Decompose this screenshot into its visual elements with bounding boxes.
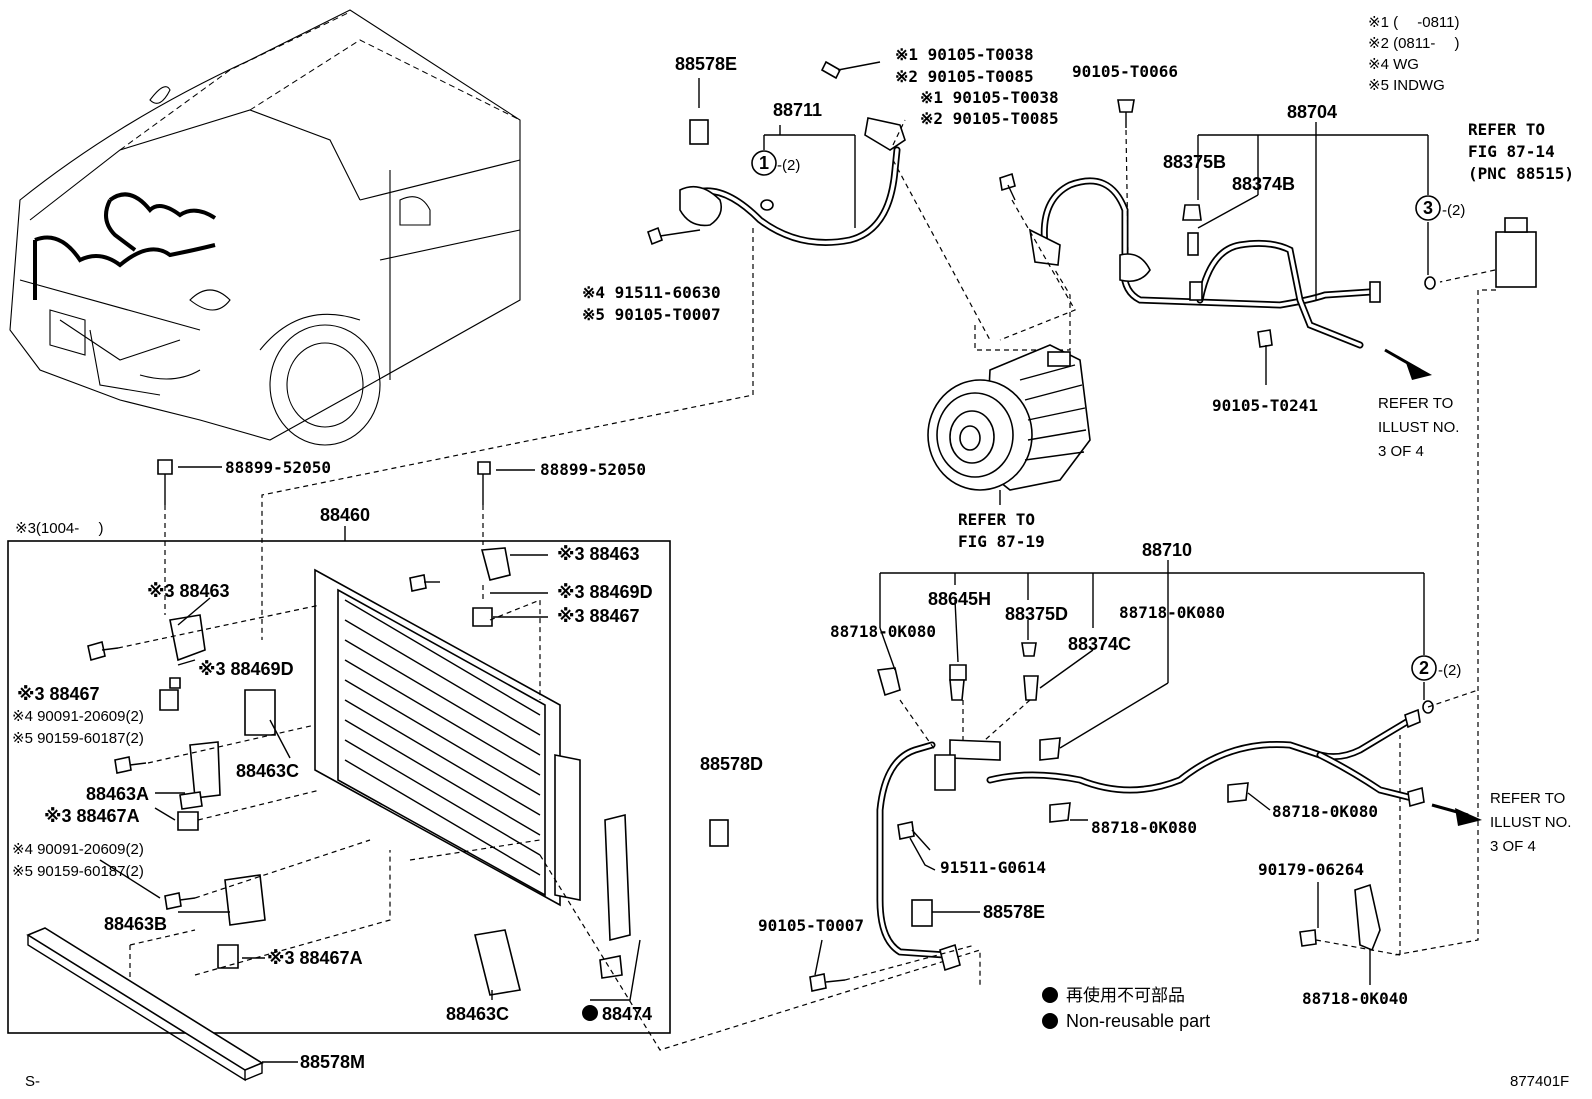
part-90105-t0007-top[interactable]: ※5 90105-T0007 bbox=[582, 305, 721, 324]
part-90179-06264[interactable]: 90179-06264 bbox=[1258, 860, 1364, 879]
condenser-88460 bbox=[244, 568, 641, 1021]
legend-nonreusable-en: Non-reusable part bbox=[1066, 1011, 1210, 1031]
part-90091-20609-a[interactable]: ※4 90091-20609(2) bbox=[12, 708, 144, 725]
part-88711[interactable]: 88711 bbox=[773, 100, 822, 120]
refer-fig-87-19-line1[interactable]: REFER TO bbox=[958, 510, 1035, 529]
refer-illust-top-line2[interactable]: ILLUST NO. bbox=[1378, 419, 1459, 436]
part-88460[interactable]: 88460 bbox=[320, 505, 370, 525]
bracket-left-group bbox=[87, 459, 541, 1000]
suction-hose-group bbox=[999, 99, 1441, 385]
part-88463a[interactable]: 88463A bbox=[86, 784, 149, 804]
liquid-pipe-group bbox=[809, 560, 1482, 992]
nonreusable-legend: 再使用不可部品 Non-reusable part bbox=[1042, 985, 1210, 1031]
corner-mark: S- bbox=[25, 1073, 40, 1090]
refer-illust-top-line3[interactable]: 3 OF 4 bbox=[1378, 443, 1424, 460]
pad-88578e-bottom bbox=[911, 899, 933, 927]
part-91511-g0614[interactable]: 91511-G0614 bbox=[940, 858, 1046, 877]
note-2: ※2 (0811- ) bbox=[1368, 35, 1460, 52]
part-88718-0k080-a[interactable]: 88718-0K080 bbox=[830, 622, 936, 641]
pad-88578d bbox=[709, 819, 729, 847]
refer-fig-87-19-line2[interactable]: FIG 87-19 bbox=[958, 532, 1045, 551]
condenser-assembly-box bbox=[7, 540, 671, 1034]
diagram-id: 877401F bbox=[1510, 1073, 1569, 1090]
refer-fig-87-14-line3[interactable]: (PNC 88515) bbox=[1468, 164, 1574, 183]
note-5: ※5 INDWG bbox=[1368, 77, 1445, 94]
part-88718-0k040[interactable]: 88718-0K040 bbox=[1302, 989, 1408, 1008]
part-88710[interactable]: 88710 bbox=[1142, 540, 1192, 560]
part-88718-0k080-d[interactable]: 88718-0K080 bbox=[1272, 802, 1378, 821]
applicability-notes: ※1 ( -0811) ※2 (0811- ) ※4 WG ※5 INDWG bbox=[1368, 14, 1460, 94]
part-88578m[interactable]: 88578M bbox=[300, 1052, 365, 1072]
part-88469d-left[interactable]: ※3 88469D bbox=[198, 659, 294, 679]
part-91511-60630[interactable]: ※4 91511-60630 bbox=[582, 283, 721, 302]
pad-88578e-top bbox=[689, 119, 709, 145]
part-88463c-b[interactable]: 88463C bbox=[446, 1004, 509, 1024]
expansion-valve bbox=[1394, 217, 1537, 956]
refer-illust-bottom-line2[interactable]: ILLUST NO. bbox=[1490, 814, 1571, 831]
refer-illust-top-line1[interactable]: REFER TO bbox=[1378, 395, 1453, 412]
circle-3-label: 3 bbox=[1423, 198, 1433, 218]
refer-fig-87-14-line1[interactable]: REFER TO bbox=[1468, 120, 1545, 139]
group-note-3: ※3(1004- ) bbox=[15, 520, 103, 537]
part-88463-right[interactable]: ※3 88463 bbox=[557, 544, 640, 564]
part-88578e-bottom[interactable]: 88578E bbox=[983, 902, 1045, 922]
part-88578d[interactable]: 88578D bbox=[700, 754, 763, 774]
part-88718-0k080-c[interactable]: 88718-0K080 bbox=[1091, 818, 1197, 837]
part-88704[interactable]: 88704 bbox=[1287, 102, 1337, 122]
part-90105-t0007-bottom[interactable]: 90105-T0007 bbox=[758, 916, 864, 935]
legend-nonreusable-jp: 再使用不可部品 bbox=[1066, 985, 1185, 1005]
bracket-right-group bbox=[409, 461, 548, 700]
part-90159-60187-a[interactable]: ※5 90159-60187(2) bbox=[12, 730, 144, 747]
part-90105-t0038-a[interactable]: ※1 90105-T0038 bbox=[895, 45, 1034, 64]
part-88467a-a[interactable]: ※3 88467A bbox=[44, 806, 140, 826]
part-88467a-b[interactable]: ※3 88467A bbox=[267, 948, 363, 968]
part-88467-right[interactable]: ※3 88467 bbox=[557, 606, 640, 626]
part-88474[interactable]: 88474 bbox=[602, 1004, 652, 1024]
part-90105-t0085-b[interactable]: ※2 90105-T0085 bbox=[920, 109, 1059, 128]
part-90105-t0066[interactable]: 90105-T0066 bbox=[1072, 62, 1178, 81]
circle-2-label: 2 bbox=[1419, 658, 1429, 678]
compressor bbox=[927, 269, 1091, 505]
part-88374b[interactable]: 88374B bbox=[1232, 174, 1295, 194]
part-88899-52050-left[interactable]: 88899-52050 bbox=[225, 458, 331, 477]
refer-fig-87-14-line2[interactable]: FIG 87-14 bbox=[1468, 142, 1555, 161]
part-88463-left[interactable]: ※3 88463 bbox=[147, 581, 230, 601]
circle-1-label: 1 bbox=[759, 153, 769, 173]
part-88899-52050-right[interactable]: 88899-52050 bbox=[540, 460, 646, 479]
part-88375b[interactable]: 88375B bbox=[1163, 152, 1226, 172]
part-88578e-top[interactable]: 88578E bbox=[675, 54, 737, 74]
discharge-hose-group bbox=[261, 60, 991, 640]
refer-illust-bottom-line3[interactable]: 3 OF 4 bbox=[1490, 838, 1536, 855]
note-4: ※4 WG bbox=[1368, 56, 1419, 73]
part-90105-t0085-a[interactable]: ※2 90105-T0085 bbox=[895, 67, 1034, 86]
part-88467-left[interactable]: ※3 88467 bbox=[17, 684, 100, 704]
note-1: ※1 ( -0811) bbox=[1368, 14, 1460, 31]
part-2-qty: -(2) bbox=[1438, 662, 1461, 679]
part-90159-60187-b[interactable]: ※5 90159-60187(2) bbox=[12, 863, 144, 880]
part-88375d[interactable]: 88375D bbox=[1005, 604, 1068, 624]
part-88718-0k080-b[interactable]: 88718-0K080 bbox=[1119, 603, 1225, 622]
part-88645h[interactable]: 88645H bbox=[928, 589, 991, 609]
part-90105-t0038-b[interactable]: ※1 90105-T0038 bbox=[920, 88, 1059, 107]
part-90105-t0241[interactable]: 90105-T0241 bbox=[1212, 396, 1318, 415]
part-88374c[interactable]: 88374C bbox=[1068, 634, 1131, 654]
part-90091-20609-b[interactable]: ※4 90091-20609(2) bbox=[12, 841, 144, 858]
part-88463c-a[interactable]: 88463C bbox=[236, 761, 299, 781]
part-88469d-right[interactable]: ※3 88469D bbox=[557, 582, 653, 602]
part-88463b[interactable]: 88463B bbox=[104, 914, 167, 934]
part-1-qty: -(2) bbox=[777, 157, 800, 174]
vehicle-illustration bbox=[9, 9, 521, 446]
refer-illust-bottom-line1[interactable]: REFER TO bbox=[1490, 790, 1565, 807]
seal-strip-88578m bbox=[26, 927, 298, 1082]
part-3-qty: -(2) bbox=[1442, 202, 1465, 219]
